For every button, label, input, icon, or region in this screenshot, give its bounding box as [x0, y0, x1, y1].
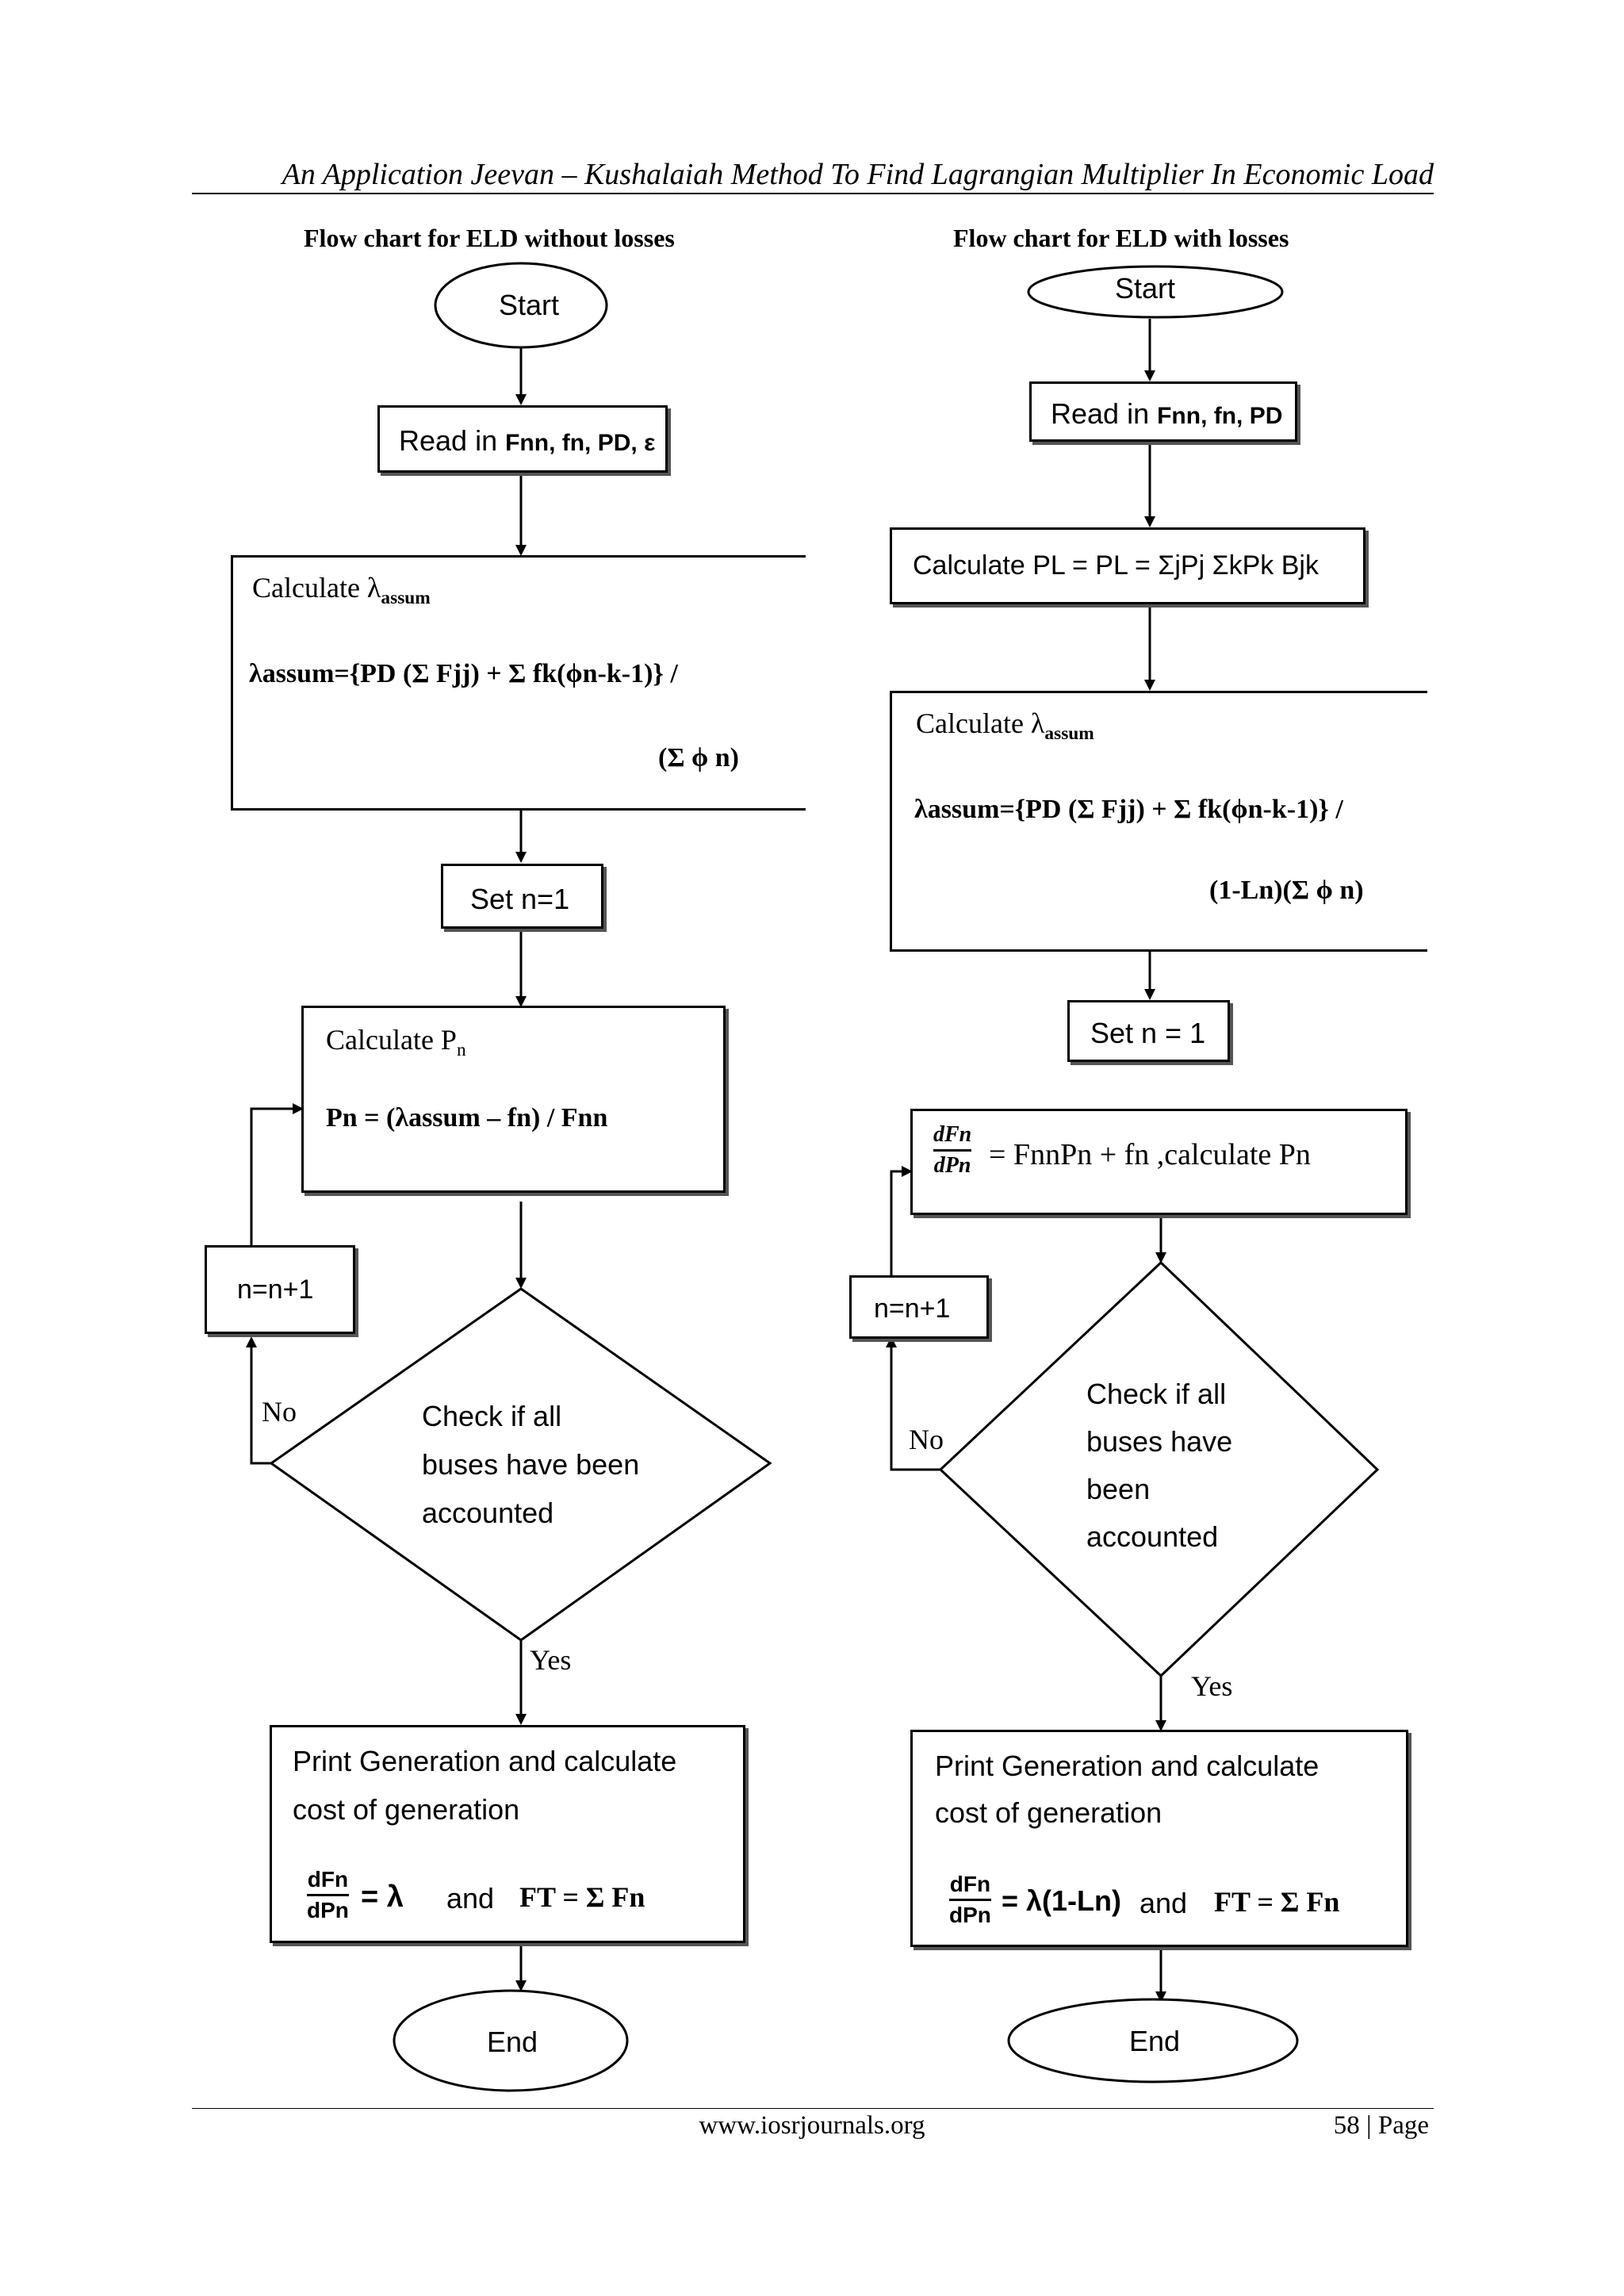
- right-print-frac-num: dFn: [949, 1872, 991, 1896]
- left-print-frac-den: dPn: [307, 1894, 349, 1922]
- right-chart-title: Flow chart for ELD with losses: [953, 224, 1289, 252]
- right-calc-pn-text: = FnnPn + fn ,calculate Pn: [989, 1138, 1311, 1171]
- right-end-label: End: [1129, 2025, 1181, 2057]
- left-lambda-equation-line1: λassum={PD (Σ Fjj) + Σ fk(ϕn-k-1)} /: [249, 659, 678, 688]
- right-start-terminal: [1027, 265, 1284, 319]
- right-lambda-equation-line1: λassum={PD (Σ Fjj) + Σ fk(ϕn-k-1)} /: [914, 795, 1343, 824]
- left-calc-lambda-heading-sub: assum: [381, 588, 431, 609]
- right-calc-pn-box: dFn dPn = FnnPn + fn ,calculate Pn: [910, 1109, 1408, 1215]
- left-chart-title: Flow chart for ELD without losses: [304, 224, 675, 252]
- right-decision-line4: accounted: [1086, 1520, 1219, 1553]
- left-calc-pn-heading: Calculate P: [326, 1024, 457, 1056]
- right-calc-pn-frac-den: dPn: [933, 1149, 972, 1177]
- right-decision-diamond: [938, 1260, 1380, 1678]
- right-calc-loss-text: Calculate PL = PL = ΣjPj ΣkPk Bjk: [913, 550, 1319, 581]
- left-read-vars: Fnn, fn, PD, ε: [505, 430, 656, 456]
- right-calc-pn-frac-num: dFn: [933, 1122, 972, 1147]
- left-increment-label: n=n+1: [237, 1274, 314, 1305]
- left-lambda-equation-line2: (Σ ϕ n): [658, 743, 739, 772]
- right-end-terminal: [1007, 1998, 1299, 2083]
- left-print-frac-num: dFn: [307, 1867, 349, 1892]
- right-no-label: No: [909, 1424, 944, 1455]
- right-print-rhs: = λ(1-Ln): [1002, 1884, 1122, 1917]
- right-decision-line3: been: [1086, 1473, 1151, 1505]
- right-start-label: Start: [1115, 272, 1176, 305]
- right-read-box: Read in Fnn, fn, PD: [1029, 381, 1297, 442]
- left-read-text: Read in: [399, 424, 506, 457]
- left-set-n-label: Set n=1: [470, 883, 570, 915]
- left-pn-equation: Pn = (λassum – fn) / Fnn: [326, 1103, 608, 1133]
- right-print-frac-den: dPn: [949, 1899, 991, 1926]
- right-increment-box: n=n+1: [849, 1275, 989, 1339]
- right-calc-lambda-heading: Calculate λ: [916, 707, 1045, 739]
- left-calc-pn-box: Calculate Pn Pn = (λassum – fn) / Fnn: [301, 1006, 726, 1193]
- left-print-box: Print Generation and calculate cost of g…: [270, 1725, 745, 1943]
- left-decision-line3: accounted: [422, 1497, 554, 1529]
- left-set-n-box: Set n=1: [441, 864, 603, 929]
- left-end-terminal: [393, 1989, 629, 2092]
- left-start-label: Start: [499, 289, 560, 321]
- right-calc-loss-box: Calculate PL = PL = ΣjPj ΣkPk Bjk: [890, 527, 1365, 604]
- left-yes-label: Yes: [530, 1644, 572, 1676]
- right-increment-label: n=n+1: [874, 1294, 951, 1324]
- right-yes-label: Yes: [1191, 1670, 1233, 1702]
- header-rule: [192, 193, 1434, 194]
- left-print-total: FT = Σ Fn: [519, 1881, 645, 1913]
- footer-rule: [192, 2108, 1434, 2109]
- right-calc-lambda-box: Calculate λassum λassum={PD (Σ Fjj) + Σ …: [890, 691, 1427, 952]
- right-decision-line1: Check if all: [1086, 1378, 1227, 1410]
- right-read-text: Read in: [1051, 397, 1158, 430]
- right-read-vars: Fnn, fn, PD: [1157, 403, 1283, 429]
- left-print-line2: cost of generation: [293, 1793, 520, 1826]
- footer-page-number: 58 | Page: [1333, 2111, 1429, 2140]
- left-calc-lambda-heading: Calculate λ: [252, 572, 381, 604]
- left-no-label: No: [262, 1396, 297, 1428]
- right-print-and: and: [1139, 1887, 1188, 1919]
- running-title: An Application Jeevan – Kushalaiah Metho…: [282, 158, 1434, 191]
- footer-url: www.iosrjournals.org: [699, 2111, 925, 2140]
- right-print-box: Print Generation and calculate cost of g…: [910, 1730, 1408, 1947]
- left-print-line1: Print Generation and calculate: [293, 1745, 677, 1777]
- right-set-n-label: Set n = 1: [1090, 1017, 1206, 1049]
- left-increment-box: n=n+1: [205, 1245, 355, 1334]
- left-read-box: Read in Fnn, fn, PD, ε: [377, 405, 668, 473]
- left-decision-line1: Check if all: [422, 1400, 562, 1432]
- right-print-line2: cost of generation: [935, 1796, 1162, 1829]
- right-set-n-box: Set n = 1: [1067, 1000, 1230, 1062]
- right-calc-lambda-heading-sub: assum: [1044, 723, 1094, 745]
- right-decision-line2: buses have: [1086, 1425, 1233, 1458]
- left-decision-line2: buses have been: [422, 1448, 640, 1481]
- left-print-and: and: [446, 1882, 495, 1915]
- left-calc-lambda-box: Calculate λassum λassum={PD (Σ Fjj) + Σ …: [231, 555, 806, 811]
- left-calc-pn-heading-sub: n: [456, 1040, 466, 1061]
- right-print-line1: Print Generation and calculate: [935, 1750, 1320, 1782]
- left-end-label: End: [487, 2026, 538, 2058]
- left-print-rhs: = λ: [361, 1880, 404, 1914]
- right-lambda-equation-line2: (1-Ln)(Σ ϕ n): [1209, 876, 1364, 905]
- right-print-total: FT = Σ Fn: [1214, 1886, 1340, 1918]
